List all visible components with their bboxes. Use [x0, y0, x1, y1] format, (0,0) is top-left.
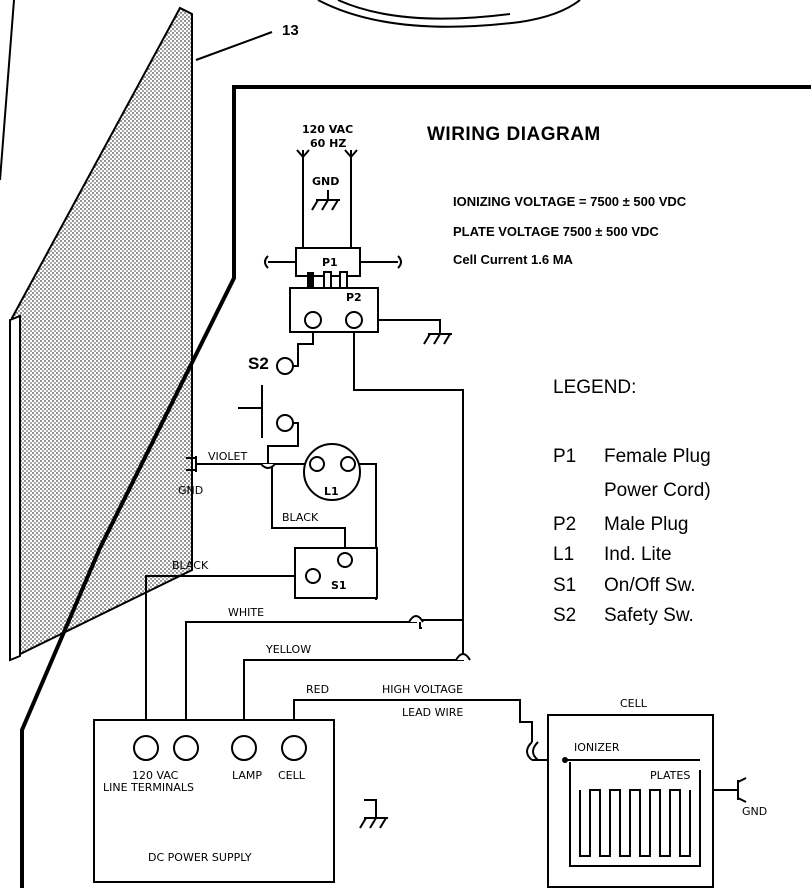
terminal-lamp-label: LAMP: [232, 769, 263, 782]
terminal-120vac-label: 120 VAC: [132, 769, 179, 782]
legend-desc-s1: On/Off Sw.: [604, 575, 696, 596]
p2-plug: [289, 271, 379, 333]
wire-black-s1-label: BLACK: [172, 559, 209, 572]
cell-gnd-label: GND: [742, 805, 768, 818]
spec-cell-current: Cell Current 1.6 MA: [453, 252, 573, 267]
s1-label: S1: [331, 579, 347, 592]
plates-label: PLATES: [650, 769, 691, 782]
cell-box-label: CELL: [620, 697, 647, 710]
spec-ionizing-voltage: IONIZING VOLTAGE = 7500 ± 500 VDC: [453, 194, 687, 209]
p1-label: P1: [322, 256, 338, 269]
callout-13-leader: [195, 31, 273, 61]
ground-symbols: [186, 190, 747, 829]
legend-heading: LEGEND:: [553, 377, 637, 398]
l1-indicator-lite: [303, 443, 361, 501]
legend-code-s2: S2: [553, 605, 577, 626]
wire-black-l1-label: BLACK: [282, 511, 319, 524]
mains-voltage-label: 120 VAC: [302, 123, 354, 136]
ionizer-label: IONIZER: [574, 741, 620, 754]
s1-on-off-switch: [294, 547, 378, 599]
legend-desc-p1-line2: Power Cord): [604, 480, 711, 501]
legend-code-l1: L1: [553, 544, 575, 565]
spec-plate-voltage: PLATE VOLTAGE 7500 ± 500 VDC: [453, 224, 659, 239]
mains-frequency-label: 60 HZ: [310, 137, 347, 150]
terminal-line-label: LINE TERMINALS: [103, 781, 194, 794]
housing-outline: [20, 85, 811, 888]
diagram-title: WIRING DIAGRAM: [427, 124, 601, 145]
l1-label: L1: [324, 485, 339, 498]
legend-code-s1: S1: [553, 575, 577, 596]
mains-gnd-label: GND: [312, 175, 340, 188]
legend-desc-s2: Safety Sw.: [604, 605, 694, 626]
power-supply-label: DC POWER SUPPLY: [148, 851, 252, 864]
s2-label: S2: [248, 354, 269, 373]
violet-gnd-label: GND: [178, 484, 204, 497]
wire-white-label: WHITE: [228, 606, 265, 619]
top-arcs: [317, 0, 581, 28]
dc-power-supply: [93, 719, 377, 883]
cell-unit: [526, 714, 714, 888]
wire-red-label: RED: [306, 683, 330, 696]
hv-lead-label-2: LEAD WIRE: [402, 706, 464, 719]
wire-yellow-label: YELLOW: [266, 643, 312, 656]
legend-desc-l1: Ind. Lite: [604, 544, 672, 565]
wire-violet-label: VIOLET: [208, 450, 248, 463]
s2-safety-switch: [238, 357, 294, 438]
callout-13: 13: [282, 22, 299, 39]
legend-desc-p1: Female Plug: [604, 446, 711, 467]
legend-desc-p2: Male Plug: [604, 514, 689, 535]
wire-crossings: [260, 463, 471, 661]
legend-code-p1: P1: [553, 446, 577, 467]
legend-code-p2: P2: [553, 514, 577, 535]
hv-lead-label-1: HIGH VOLTAGE: [382, 683, 464, 696]
filter-panel: [0, 0, 193, 662]
terminal-cell-label: CELL: [278, 769, 305, 782]
p2-label: P2: [346, 291, 362, 304]
